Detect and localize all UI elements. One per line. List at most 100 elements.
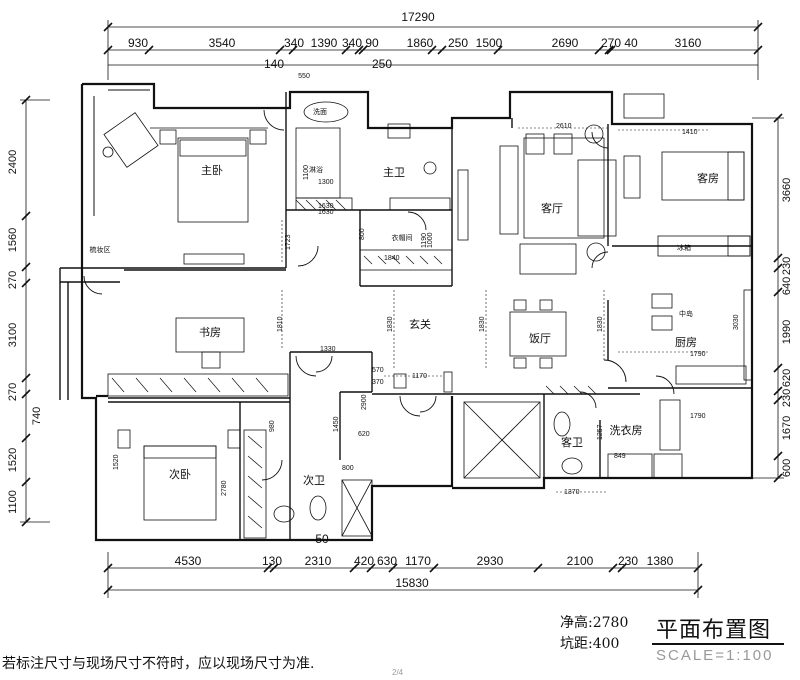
inner-dim-11: 1830 — [597, 316, 604, 332]
interior-walls — [59, 92, 752, 540]
dimension-note: 若标注尺寸与现场尺寸不符时，应以现场尺寸为准. — [2, 656, 315, 672]
top-dim-12: 40 — [624, 36, 638, 50]
right-dim-3: 640 — [781, 277, 793, 295]
room-master-bath: 主卫 — [383, 166, 405, 179]
inner-dim-5: 1723 — [285, 234, 292, 250]
top-dim-6: 90 — [365, 36, 379, 50]
top-dim-1: 930 — [128, 36, 148, 50]
inner-dim-13: 2610 — [556, 123, 572, 130]
inner-dim-28: 1630 — [318, 209, 334, 216]
inner-dim-20: 980 — [269, 420, 276, 432]
wardrobe-hatch — [111, 199, 597, 529]
inner-dim-16: 1790 — [690, 413, 706, 420]
bottom-dim-7: 2930 — [477, 554, 504, 568]
left-dim-1: 2400 — [7, 150, 19, 174]
inner-dim-12: 1330 — [320, 346, 336, 353]
bottom-total-dimension: 15830 — [395, 576, 429, 590]
top-dim-2: 3540 — [209, 36, 236, 50]
inner-dim-14: 1410 — [682, 129, 698, 136]
left-dim-2: 1560 — [7, 228, 19, 252]
room-kitchen: 厨房 — [675, 336, 697, 349]
dimension-guides — [281, 127, 710, 493]
bottom-dim-8: 2100 — [567, 554, 594, 568]
inner-dim-3: 1630 — [318, 203, 334, 210]
right-dimensions — [752, 113, 784, 483]
inner-dim-21: 620 — [358, 431, 370, 438]
room-study: 书房 — [199, 326, 221, 339]
room-closet: 衣帽间 — [392, 233, 413, 242]
label-dressing-area: 梳妆区 — [90, 245, 111, 254]
right-dim-6: 230 — [781, 389, 793, 407]
inner-dim-1: 1300 — [318, 179, 334, 186]
inner-dim-23: 1520 — [113, 454, 120, 470]
top-dim-11: 270 — [601, 36, 621, 50]
inner-dim-15: 1790 — [690, 351, 706, 358]
bottom-segment-dimensions: 4530 130 2310 420 630 1170 2930 2100 230… — [175, 532, 674, 590]
left-dim-7: 1520 — [7, 448, 19, 472]
doors — [83, 109, 675, 481]
scale-label: SCALE=1:100 — [656, 647, 774, 664]
inner-dim-22: 800 — [342, 465, 354, 472]
left-dim-6: 740 — [31, 407, 43, 425]
bottom-dimensions — [103, 552, 703, 598]
top-dim-4: 1390 — [311, 36, 338, 50]
inner-dim-8: 1810 — [277, 316, 284, 332]
inner-dim-4: 1840 — [384, 255, 400, 262]
room-labels: 主卧 主卫 客厅 客房 书房 玄关 饭厅 厨房 次卧 次卫 客卫 洗衣房 衣帽间… — [90, 107, 720, 487]
room-second-bath: 次卫 — [303, 473, 325, 487]
left-dim-4: 3100 — [7, 323, 19, 347]
left-dim-3: 270 — [7, 271, 19, 289]
room-foyer: 玄关 — [409, 317, 431, 331]
right-dim-7: 1670 — [781, 416, 793, 440]
inner-dim-26: 849 — [614, 453, 626, 460]
top-sub-dim-2: 550 — [298, 73, 310, 80]
inner-dim-18: 1170 — [412, 373, 427, 380]
label-washbasin: 洗面 — [313, 107, 327, 116]
furniture — [102, 93, 753, 539]
left-segment-dimensions: 2400 1560 270 3100 270 740 1520 1100 — [7, 150, 43, 514]
bottom-dim-3: 2310 — [305, 554, 332, 568]
left-dim-8: 1100 — [7, 490, 19, 514]
room-laundry: 洗衣房 — [610, 423, 643, 437]
inner-dim-27: 1257 — [597, 424, 604, 440]
bottom-dim-10: 1380 — [647, 554, 674, 568]
bottom-dim-9: 230 — [618, 554, 638, 568]
label-island: 中岛 — [679, 309, 693, 318]
top-dim-5: 340 — [342, 36, 362, 50]
right-dim-5: 620 — [781, 369, 793, 387]
top-dim-13: 3160 — [675, 36, 702, 50]
inner-dim-19: 1450 — [333, 416, 340, 432]
top-dim-8: 250 — [448, 36, 468, 50]
inner-dim-29: 1190 — [421, 233, 428, 248]
top-total-dimension: 17290 — [401, 10, 435, 24]
pit-distance-label: 坑距:400 — [560, 636, 620, 652]
ceiling-height-label: 净高:2780 — [560, 615, 629, 631]
top-dimensions — [103, 20, 763, 80]
right-dim-8: 600 — [781, 459, 793, 477]
inner-dim-9: 1830 — [387, 316, 394, 332]
left-dimensions — [20, 95, 50, 527]
room-guest-bath: 客卫 — [561, 435, 583, 449]
top-dim-9: 1500 — [476, 36, 503, 50]
drawing-title: 平面布置图 — [656, 618, 772, 643]
page-number: 2/4 — [392, 668, 404, 677]
inner-dim-7: 1000 — [427, 232, 434, 248]
inner-dim-32: 2900 — [361, 394, 368, 410]
inner-dimensions: 1300 1100 1630 1840 1723 800 1000 1810 1… — [113, 123, 740, 496]
bottom-dim-1: 4530 — [175, 554, 202, 568]
room-guest: 客房 — [697, 171, 719, 185]
top-dim-10: 2690 — [552, 36, 579, 50]
room-dining: 饭厅 — [529, 332, 551, 345]
room-master-bedroom: 主卧 — [201, 164, 223, 177]
label-fridge: 冰箱 — [677, 243, 691, 252]
right-dim-1: 3660 — [781, 178, 793, 202]
right-dim-4: 1990 — [781, 320, 793, 344]
right-segment-dimensions: 3660 230 640 1990 620 230 1670 600 — [781, 178, 793, 477]
inner-dim-2: 1100 — [303, 165, 310, 180]
inner-dim-30: 570 — [372, 367, 384, 374]
right-dim-2: 230 — [781, 257, 793, 275]
top-sub-dim-1: 140 — [264, 57, 284, 71]
top-dim-7: 1860 — [407, 36, 434, 50]
bottom-dim-6: 1170 — [405, 554, 431, 568]
top-sub-dim-3: 250 — [372, 57, 392, 71]
